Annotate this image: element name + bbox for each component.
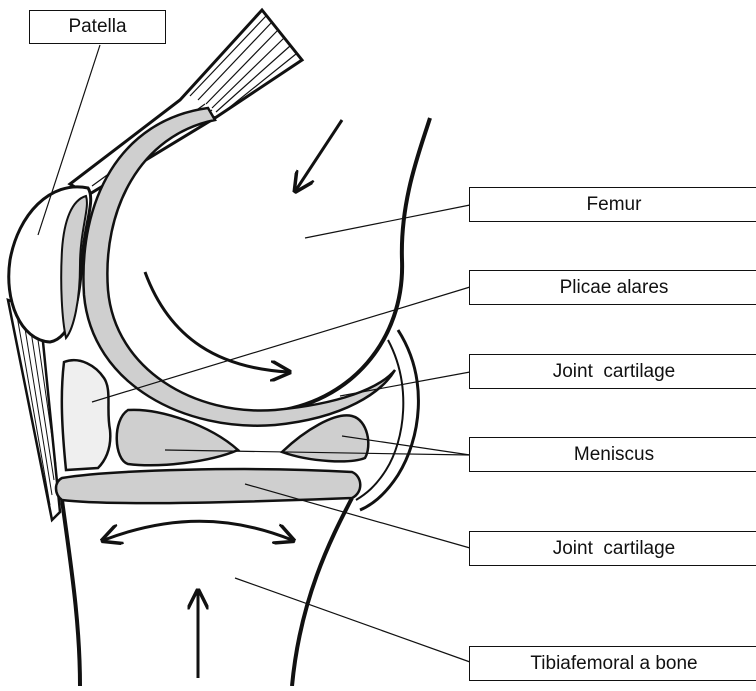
tibia-right-edge — [292, 498, 352, 686]
label-joint-cartilage-upper: Joint cartilage — [469, 354, 756, 389]
femur-compression-arrow — [296, 120, 342, 190]
plicae-alares-pad — [62, 360, 110, 470]
label-femur: Femur — [469, 187, 756, 222]
leader-tibiafemoral — [235, 578, 470, 662]
tibia-left-edge — [62, 500, 80, 686]
leader-femur — [305, 205, 470, 238]
tibial-cartilage — [56, 469, 360, 503]
leader-joint-cartilage-upper — [340, 372, 470, 396]
femur-rotation-arrow — [145, 272, 288, 372]
joint-capsule — [360, 330, 418, 510]
label-plicae-alares: Plicae alares — [469, 270, 756, 305]
label-tibiafemoral: Tibiafemoral a bone — [469, 646, 756, 681]
label-joint-cartilage-lower: Joint cartilage — [469, 531, 756, 566]
label-meniscus: Meniscus — [469, 437, 756, 472]
leader-plicae — [92, 287, 470, 402]
label-patella: Patella — [29, 10, 166, 44]
femoral-cartilage — [83, 108, 395, 426]
tibia-glide-arrow — [104, 521, 292, 540]
